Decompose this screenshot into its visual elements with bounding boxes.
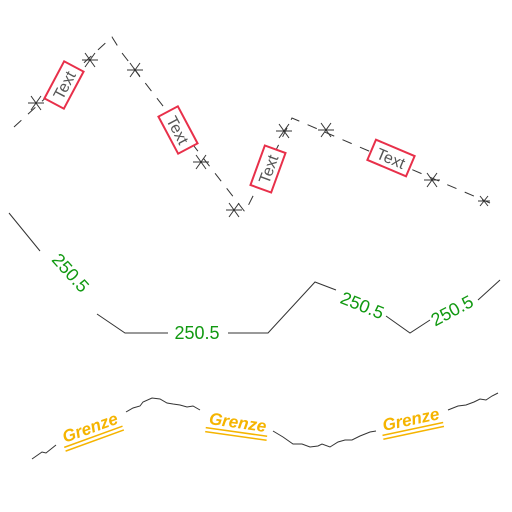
text-label-box: Text [366,138,416,178]
asterisk-marker [82,52,98,68]
asterisk-marker [193,154,209,170]
asterisk-marker [276,123,292,139]
asterisk-marker [28,95,44,111]
boundary-label: Grenze [381,404,445,441]
text-label-box: Text [157,104,199,156]
asterisk-markers [28,52,490,218]
asterisk-marker [424,172,440,188]
boundary-label-text: Grenze [381,404,441,435]
dimension-line: 250.5 250.5 250.5 250.5 [8,212,501,343]
dimension-label: 250.5 [174,323,219,343]
asterisk-marker [226,202,242,218]
dimension-line-path [8,212,501,334]
asterisk-marker [478,195,490,207]
dimension-label: 250.5 [338,288,387,323]
dimension-label: 250.5 [48,250,93,297]
asterisk-marker [318,122,334,138]
boundary-line-path [31,392,499,460]
text-label-box: Text [249,144,287,194]
boundary-label: Grenze [60,409,125,452]
asterisk-marker [127,62,143,78]
boundary-label-text: Grenze [60,409,121,447]
boundary-line: Grenze Grenze Grenze [31,392,499,460]
dimension-label: 250.5 [428,291,477,330]
text-linetype-line: Text Text Text Text [13,36,491,218]
boundary-label: Grenze [205,409,268,441]
text-label-box: Text [43,59,85,111]
